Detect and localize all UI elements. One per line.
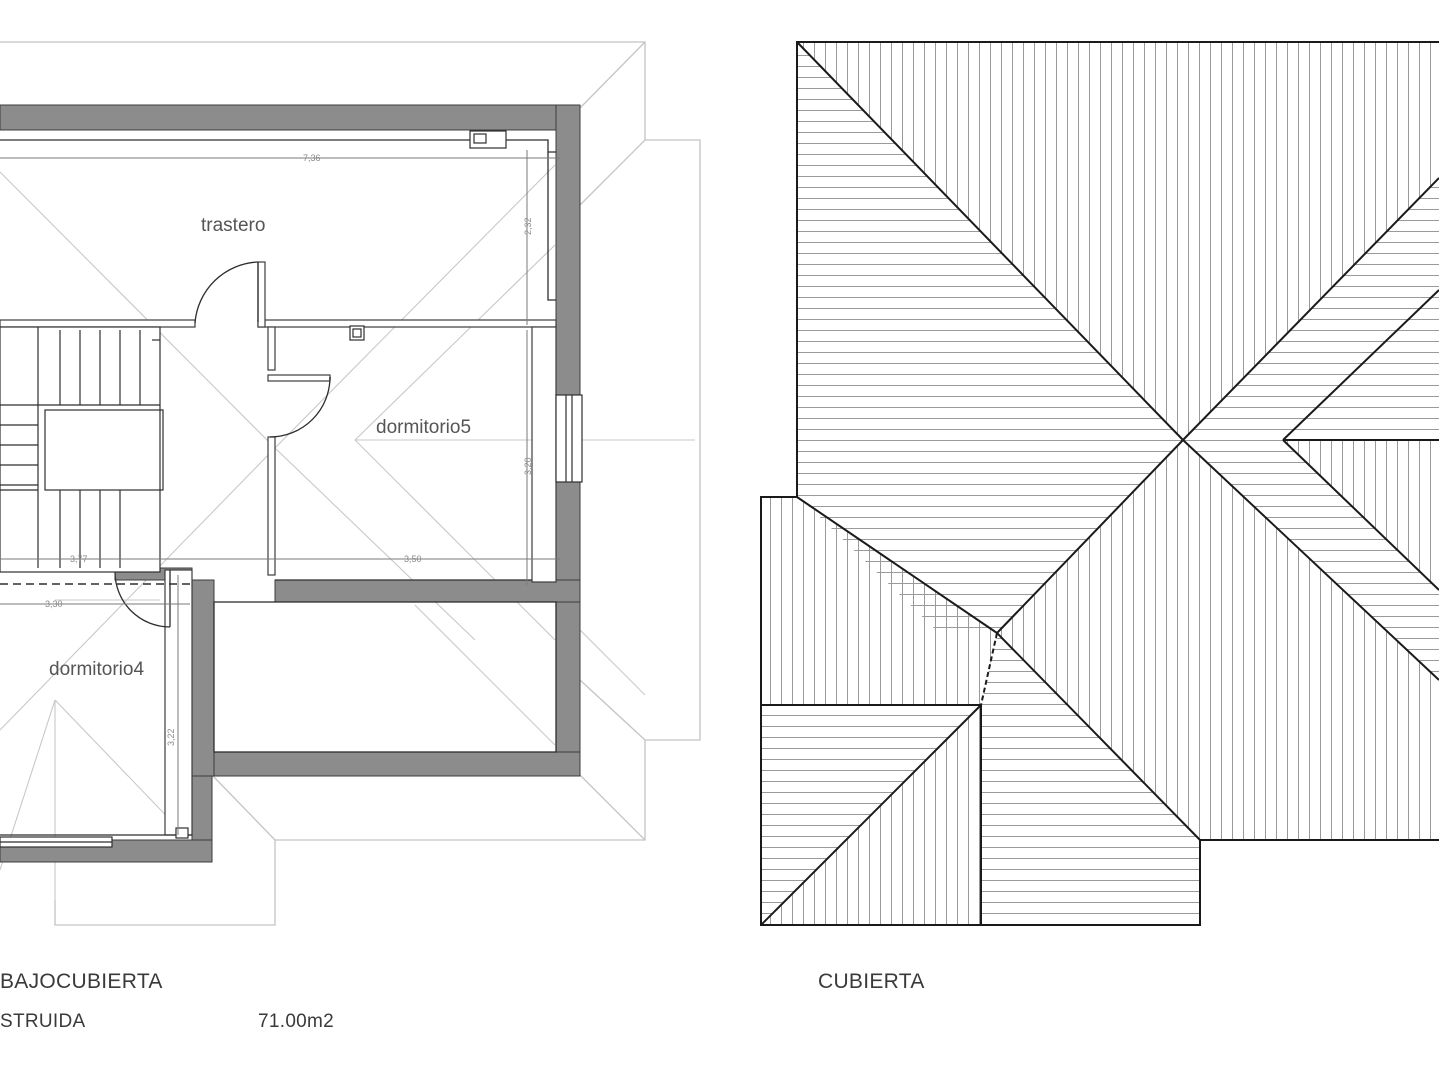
dim-trastero-height: 2,32 (523, 217, 533, 235)
dim-dorm4-height: 3,22 (166, 728, 176, 746)
dim-dorm4-width: 3,30 (45, 599, 63, 609)
roof-projection-lines (0, 164, 695, 925)
room-label-trastero: trastero (201, 215, 265, 236)
roof-lines (760, 41, 1439, 926)
area-label: STRUIDA (0, 1011, 86, 1032)
roof-planes (761, 42, 1439, 925)
roof-plan-title: CUBIERTA (818, 970, 925, 993)
window-dorm4 (0, 836, 113, 848)
fixtures (175, 130, 507, 839)
room-label-dormitorio4: dormitorio4 (49, 659, 144, 680)
dim-dorm5-height: 3,20 (523, 457, 533, 475)
staircase (0, 326, 164, 573)
floor-plan: 7,36 2,32 3,20 3,50 3,77 3,30 3,22 trast… (0, 41, 701, 926)
dim-dorm5-width: 3,50 (404, 554, 422, 564)
area-value: 71.00m2 (258, 1011, 335, 1032)
room-outlines (0, 139, 557, 836)
doors (114, 261, 331, 628)
eave-outline (0, 41, 701, 926)
roof-plan (760, 41, 1439, 926)
room-label-dormitorio5: dormitorio5 (376, 417, 471, 438)
dim-top-width: 7,36 (303, 153, 321, 163)
dimension-lines (0, 150, 560, 835)
dim-stair-width: 3,77 (70, 554, 88, 564)
window-dorm5 (555, 394, 583, 483)
floor-plan-title: BAJOCUBIERTA (0, 970, 163, 993)
